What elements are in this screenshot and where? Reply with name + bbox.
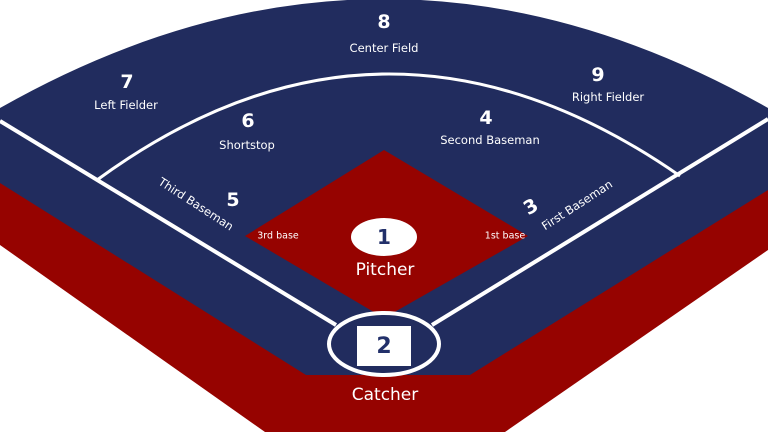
catcher-number: 2 [376,333,392,359]
second-baseman-label: Second Baseman [440,133,540,147]
catcher-label: Catcher [351,385,419,405]
third-base-label: 3rd base [257,230,299,242]
first-base-label: 1st base [484,230,526,242]
right-foul-line [430,117,768,327]
shortstop-label: Shortstop [219,138,275,152]
infield-arc [96,72,681,182]
right-fielder-number: 9 [591,64,605,86]
left-fielder-number: 7 [120,71,134,93]
right-fielder-label: Right Fielder [571,90,645,104]
left-foul-line [0,119,338,327]
center-field-label: Center Field [349,41,419,55]
pitcher-label: Pitcher [355,260,415,280]
left-fielder-label: Left Fielder [94,98,158,112]
home-plate-box: 2 [357,326,411,366]
center-field-number: 8 [377,11,391,33]
pitcher-mound: 1 [351,218,417,256]
shortstop-number: 6 [241,110,255,132]
third-baseman-number: 5 [226,189,240,211]
second-baseman-number: 4 [479,107,493,129]
pitcher-number: 1 [377,225,391,249]
